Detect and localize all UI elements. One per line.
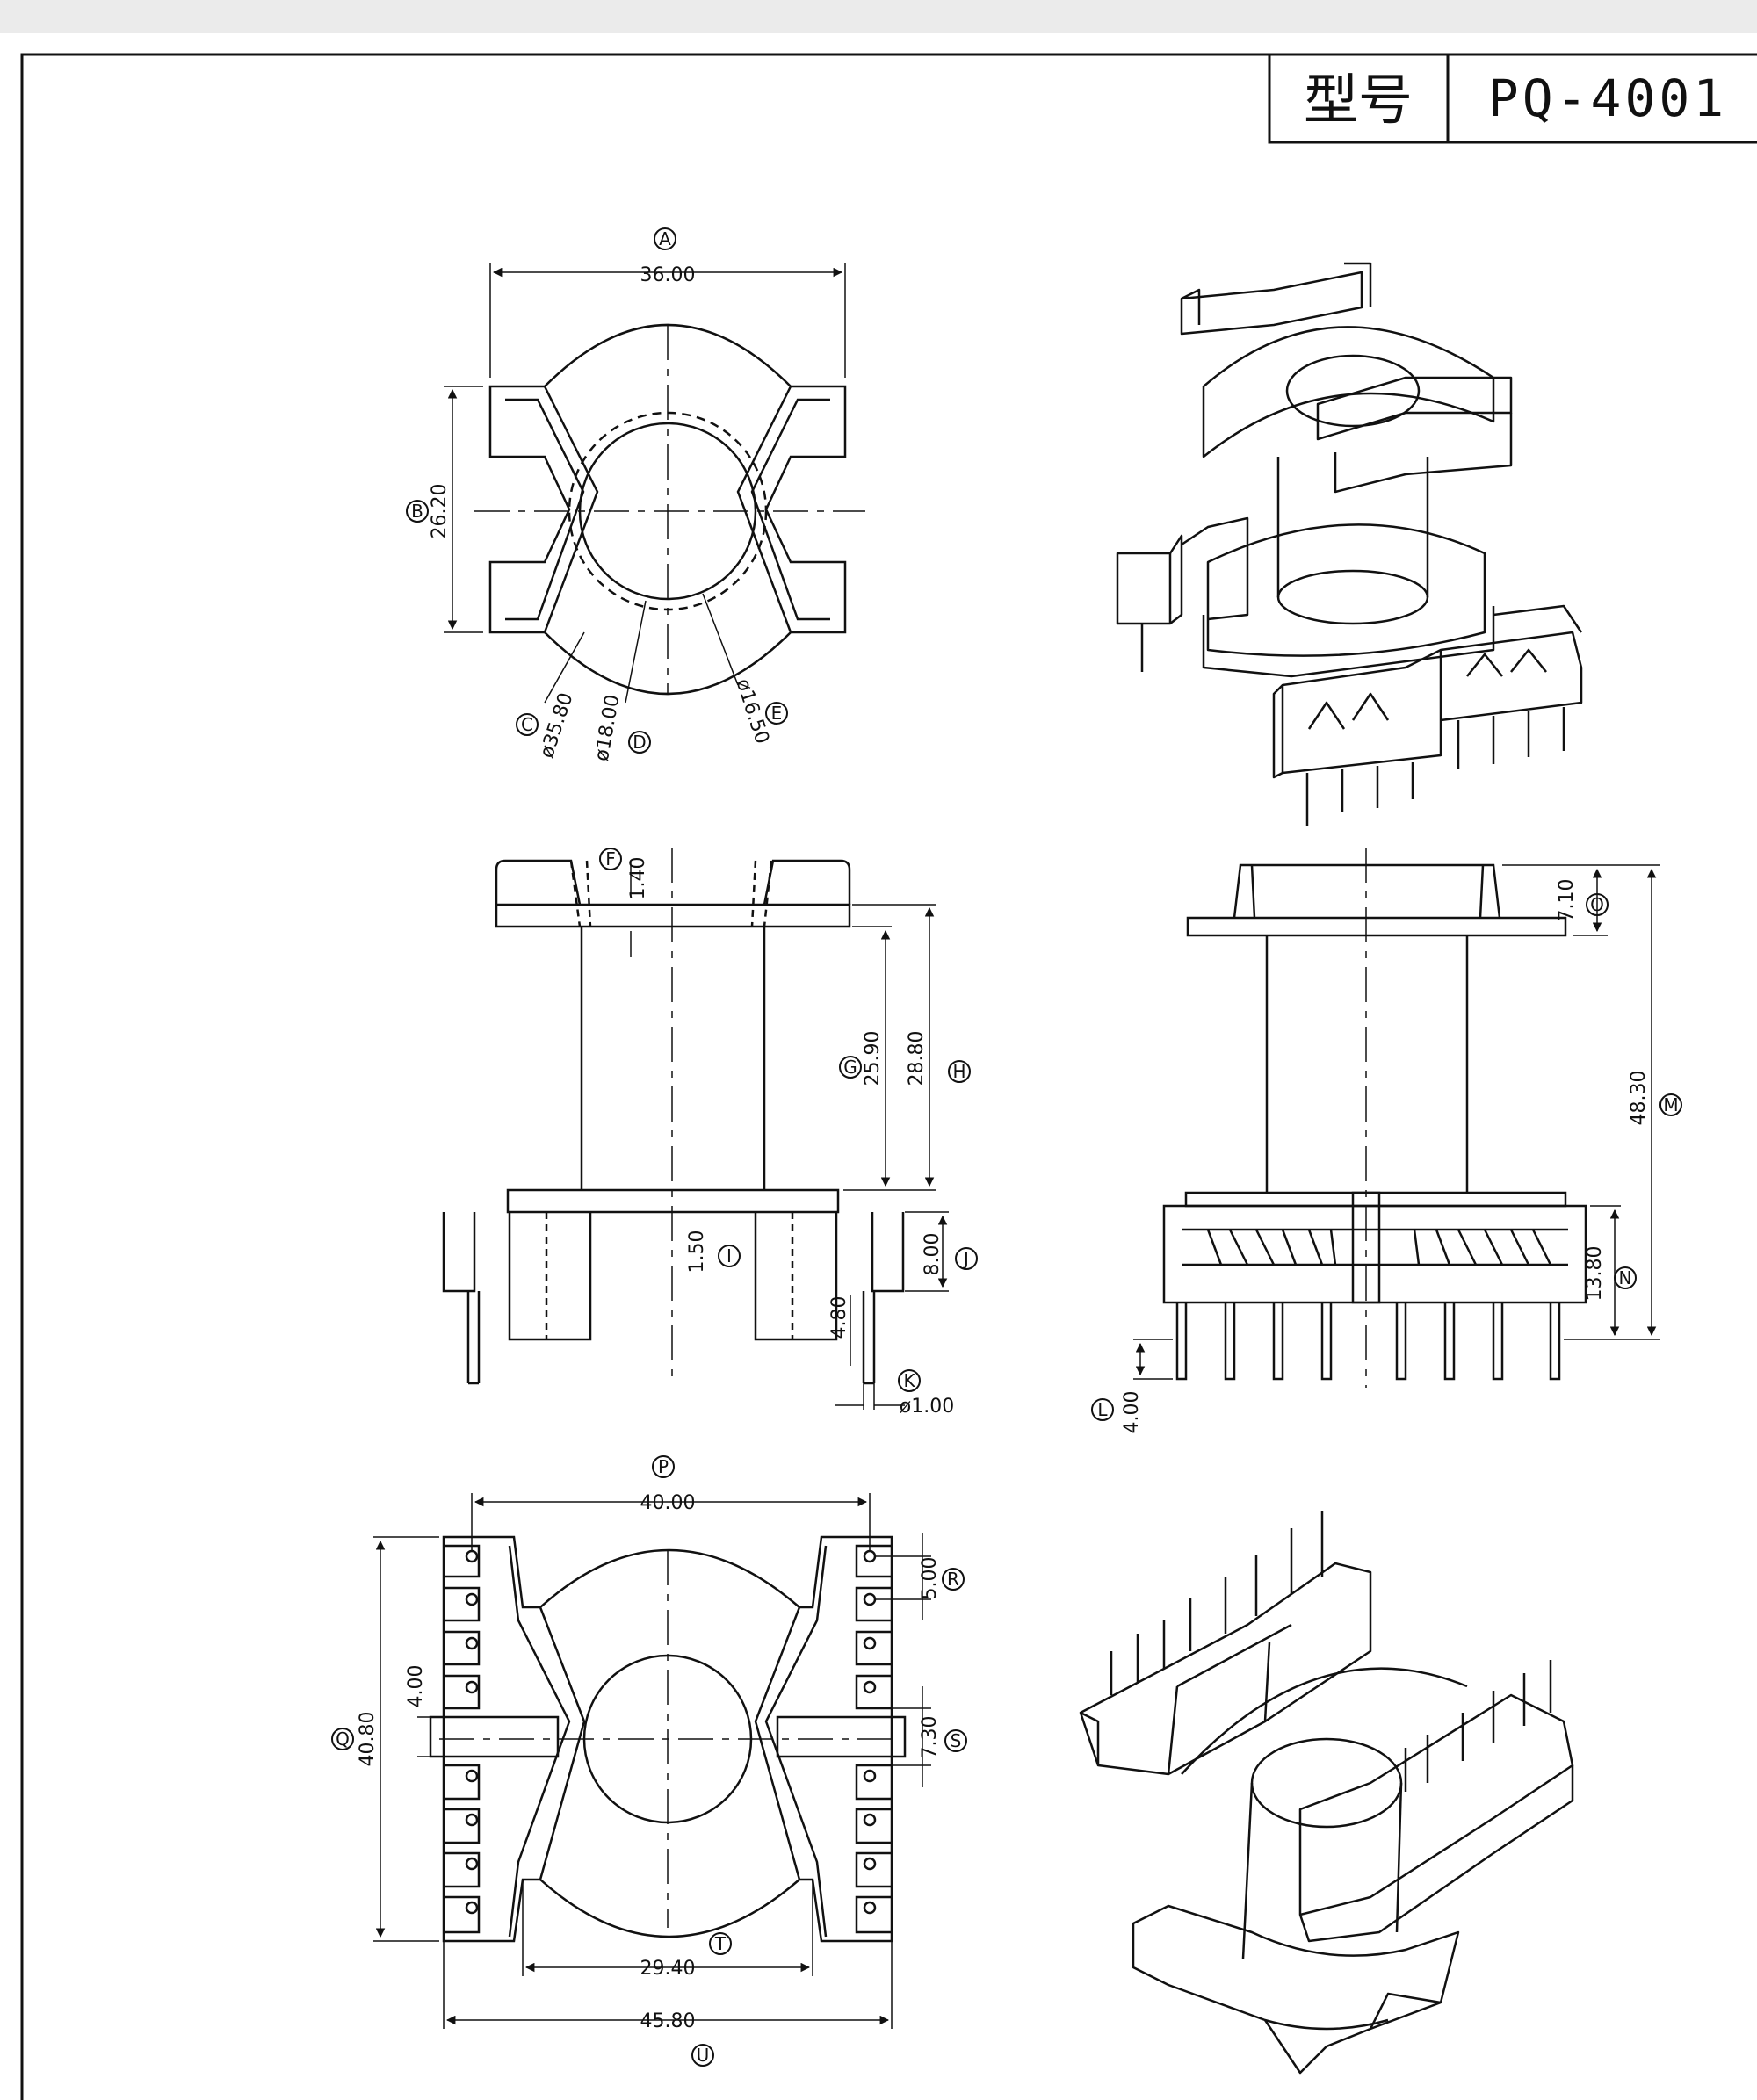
side-view <box>1133 848 1660 1388</box>
dim-H-value: 28.80 <box>906 1031 928 1086</box>
marker-H: H <box>952 1061 965 1082</box>
marker-K: K <box>903 1370 915 1391</box>
dim-T-value: 29.40 <box>640 1958 696 1980</box>
marker-B: B <box>411 501 423 522</box>
marker-E: E <box>771 703 783 724</box>
dim-F-value: 1.40 <box>627 857 649 900</box>
dim-J-value: 8.00 <box>922 1233 944 1276</box>
dim-I-value: 1.50 <box>686 1230 708 1274</box>
dim-G-value: 25.90 <box>862 1031 884 1086</box>
marker-J: J <box>962 1248 969 1269</box>
marker-C: C <box>521 714 533 735</box>
front-view <box>442 848 949 1410</box>
top-view <box>444 263 865 704</box>
title-block: 型号 PQ-4001 <box>1268 53 1757 144</box>
dim-P-value: 40.00 <box>640 1492 696 1514</box>
marker-Q: Q <box>336 1728 350 1750</box>
marker-M: M <box>1663 1094 1678 1115</box>
marker-U: U <box>697 2045 710 2066</box>
marker-R: R <box>947 1569 959 1590</box>
marker-L: L <box>1097 1399 1108 1420</box>
isometric-view-top <box>1116 262 1583 826</box>
dim-A-value: 36.00 <box>640 264 696 286</box>
dim-K-value: ø1.00 <box>900 1396 954 1418</box>
front-view-labels: F 1.40 G 25.90 H 28.80 I 1.50 J 8.00 4.8… <box>599 848 978 1418</box>
dim-O-value: 7.10 <box>1556 879 1578 922</box>
isometric-view-bottom <box>1079 1511 1574 2075</box>
bottom-view <box>373 1493 931 2029</box>
marker-G: G <box>843 1057 857 1078</box>
marker-A: A <box>659 228 671 249</box>
dim-Q-value: 40.80 <box>357 1712 379 1767</box>
dim-B-value: 26.20 <box>429 484 451 539</box>
marker-D: D <box>633 732 646 753</box>
model-value: PQ-4001 <box>1488 69 1727 128</box>
marker-P: P <box>658 1456 669 1477</box>
marker-I: I <box>727 1245 732 1266</box>
side-view-labels: O 7.10 M 48.30 N 13.80 L 4.00 <box>1091 879 1682 1434</box>
dim-L-value: 4.00 <box>1121 1391 1143 1434</box>
dim-R-value: 5.00 <box>919 1557 941 1600</box>
marker-S: S <box>951 1730 962 1751</box>
marker-O: O <box>1590 894 1604 915</box>
dim-M-value: 48.30 <box>1628 1071 1650 1126</box>
dim-pin-pitch-value: 4.80 <box>828 1296 850 1339</box>
marker-N: N <box>1619 1267 1632 1288</box>
dim-U-value: 45.80 <box>640 2010 696 2032</box>
marker-F: F <box>605 848 616 870</box>
model-label: 型号 <box>1304 68 1413 132</box>
drawing-frame <box>20 53 1757 2100</box>
dim-S-value: 7.30 <box>919 1716 941 1759</box>
bottom-view-labels: P 40.00 Q 40.80 4.00 R 5.00 S 7.30 29.40… <box>331 1455 967 2067</box>
dim-N-value: 13.80 <box>1584 1246 1606 1302</box>
marker-T: T <box>714 1933 727 1954</box>
dim-slot-width-value: 4.00 <box>405 1665 427 1708</box>
